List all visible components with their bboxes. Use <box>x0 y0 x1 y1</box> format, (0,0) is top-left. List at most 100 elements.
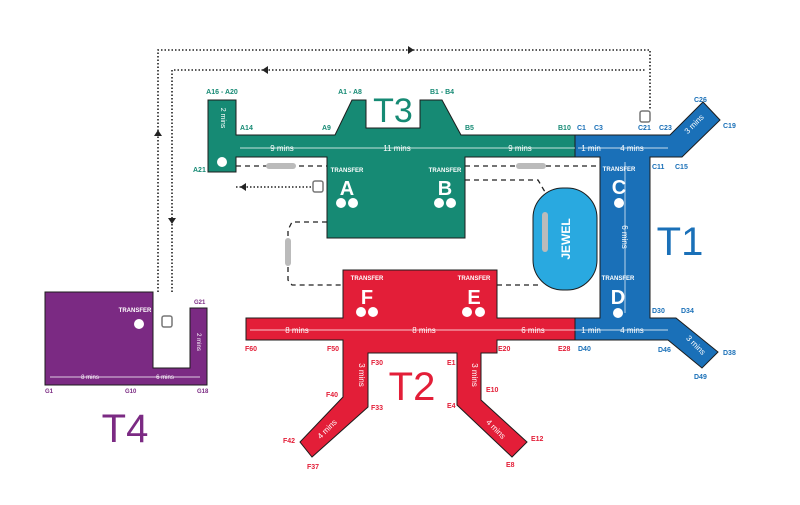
gate-label: G10 <box>125 389 137 395</box>
gate-label: D49 <box>694 374 707 381</box>
arrow-icon <box>168 218 176 224</box>
walk-time: 2 mins <box>219 108 226 129</box>
walk-time: 4 mins <box>620 144 644 153</box>
gate-label: A14 <box>240 125 253 132</box>
gate-label: E28 <box>558 346 571 353</box>
arrow-icon <box>240 183 246 191</box>
gate-label: F50 <box>327 346 339 353</box>
transfer-area-a[interactable]: TRANSFER A <box>331 168 364 208</box>
immigration-icon <box>613 308 623 318</box>
skytrain-icon <box>285 238 291 266</box>
gate-label: C3 <box>594 125 603 132</box>
skytrain-route <box>287 221 343 286</box>
gate-label: E4 <box>447 403 456 410</box>
walk-time: 1 min <box>581 144 601 153</box>
walk-time: 11 mins <box>383 144 410 153</box>
jewel-label: JEWEL <box>559 218 573 259</box>
gate-label: A21 <box>193 167 206 174</box>
transfer-label: TRANSFER <box>351 276 384 282</box>
gate-label: D46 <box>658 347 671 354</box>
bus-icon[interactable] <box>161 315 173 328</box>
gate-label: C23 <box>659 125 672 132</box>
walk-time: 4 mins <box>620 326 644 335</box>
immigration-icon <box>336 198 346 208</box>
gate-label: F60 <box>245 346 257 353</box>
bus-icon[interactable] <box>639 110 651 123</box>
walk-time: 9 mins <box>270 144 294 153</box>
gate-label: E12 <box>531 436 544 443</box>
transfer-area-d[interactable]: TRANSFER D <box>602 276 635 318</box>
gate-label: G1 <box>45 389 54 395</box>
transfer-icon <box>134 319 144 329</box>
gate-label: D38 <box>723 350 736 357</box>
terminal-t3-label: T3 <box>373 92 413 130</box>
immigration-icon <box>356 307 366 317</box>
transfer-label: TRANSFER <box>331 168 364 174</box>
terminal-t1-label: T1 <box>657 220 704 264</box>
gate-label: C26 <box>694 97 707 104</box>
gate-label: F40 <box>326 392 338 399</box>
skytrain-icon <box>266 163 296 169</box>
walk-time: 8 mins <box>285 326 309 335</box>
transfer-icon <box>475 307 485 317</box>
walk-time: 6 mins <box>521 326 545 335</box>
gate-label: B10 <box>558 125 571 132</box>
arrow-icon <box>154 130 162 136</box>
immigration-icon <box>217 157 227 167</box>
transfer-area-c[interactable]: TRANSFER C <box>603 167 636 208</box>
gate-label: G21 <box>194 300 206 306</box>
gate-label: A1 - A8 <box>338 89 362 96</box>
terminal-t3-shape[interactable] <box>207 99 576 239</box>
gate-label: E1 <box>447 360 456 367</box>
gate-label: F30 <box>371 360 383 367</box>
gate-label: F33 <box>371 405 383 412</box>
immigration-icon <box>462 307 472 317</box>
gate-label: E8 <box>506 462 515 469</box>
gate-label: C21 <box>638 125 651 132</box>
transfer-area-f[interactable]: TRANSFER F <box>351 276 384 317</box>
immigration-icon <box>614 198 624 208</box>
gate-labels: A16 - A20 A14 A9 A1 - A8 B1 - B4 B5 B10 … <box>45 89 736 471</box>
walk-time: 1 min <box>581 326 601 335</box>
gate-label: C19 <box>723 123 736 130</box>
terminal-t2-shape[interactable] <box>245 269 576 458</box>
arrow-icon <box>262 66 268 74</box>
transfer-label: TRANSFER <box>458 276 491 282</box>
transfer-letter: C <box>612 177 626 199</box>
transfer-letter: E <box>467 287 480 309</box>
transfer-label: TRANSFER <box>603 167 636 173</box>
skytrain-route <box>465 179 546 193</box>
walk-time: 8 mins <box>412 326 436 335</box>
gate-label: B5 <box>465 125 474 132</box>
walk-time: 6 mins <box>156 375 174 381</box>
transfer-label: TRANSFER <box>119 308 152 314</box>
gate-label: E20 <box>498 346 511 353</box>
jewel-shape[interactable] <box>532 187 598 291</box>
gate-label: C1 <box>577 125 586 132</box>
transfer-letter: F <box>361 287 373 309</box>
transfer-area-b[interactable]: TRANSFER B <box>429 168 462 208</box>
gate-label: F37 <box>307 464 319 471</box>
transfer-label: TRANSFER <box>429 168 462 174</box>
gate-label: B1 - B4 <box>430 89 454 96</box>
gate-label: D40 <box>578 346 591 353</box>
transfer-area-t4[interactable]: TRANSFER <box>119 308 152 329</box>
walk-time: 3 mins <box>357 363 366 387</box>
transfer-letter: D <box>611 287 625 309</box>
arrow-icon <box>408 46 414 54</box>
transfer-icon <box>348 198 358 208</box>
gate-label: D30 <box>652 308 665 315</box>
walk-time: 3 mins <box>470 363 479 387</box>
gate-label: C15 <box>675 164 688 171</box>
immigration-icon <box>434 198 444 208</box>
gate-label: E10 <box>486 387 499 394</box>
bus-icon[interactable] <box>312 180 324 193</box>
transfer-area-e[interactable]: TRANSFER E <box>458 276 491 317</box>
transfer-label: TRANSFER <box>602 276 635 282</box>
transfer-icon <box>446 198 456 208</box>
transfer-icon <box>368 307 378 317</box>
terminal-t1-shape[interactable] <box>574 101 721 369</box>
walk-time: 8 mins <box>81 375 99 381</box>
terminal-t4-shape[interactable] <box>44 291 208 386</box>
